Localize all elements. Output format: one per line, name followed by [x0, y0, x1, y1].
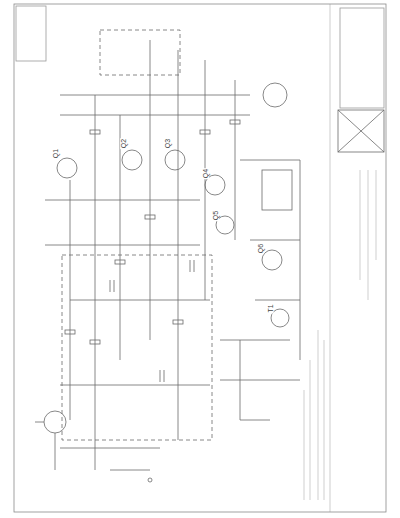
component-designator: T1 [267, 303, 274, 313]
component-designator: Q5 [212, 210, 219, 221]
component-designator: Q3 [164, 138, 171, 149]
component-designator: Q2 [120, 138, 127, 149]
component-designator: Q4 [202, 168, 209, 179]
component-designator: Q1 [52, 148, 59, 159]
component-designator: Q6 [257, 243, 264, 254]
